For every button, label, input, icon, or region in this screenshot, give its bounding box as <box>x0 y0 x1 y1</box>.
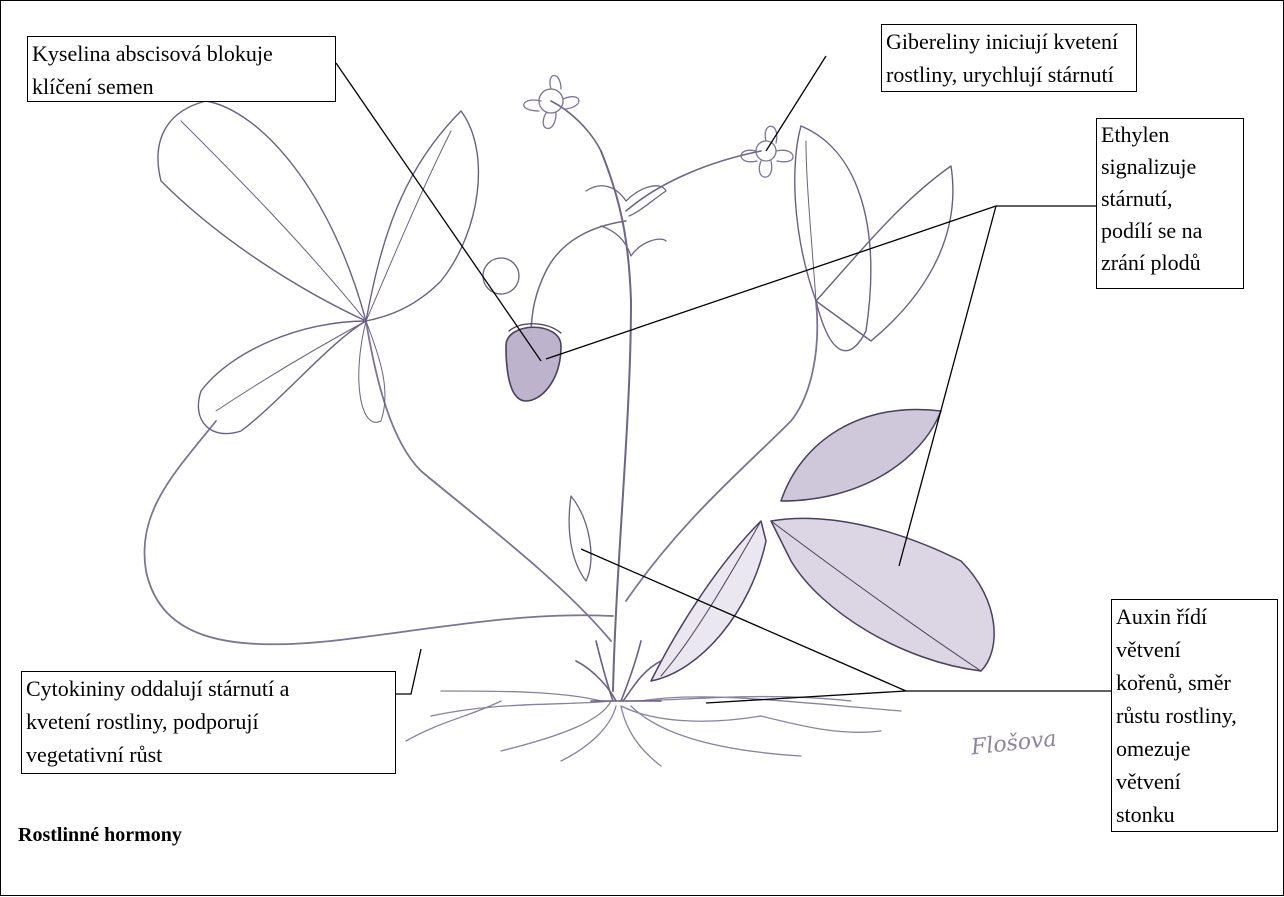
label-line: podílí se na <box>1101 215 1239 247</box>
label-line: kvetení rostliny, podporují <box>26 705 391 738</box>
bud <box>483 258 519 294</box>
leader-cytokinins <box>396 649 421 694</box>
leader-gibberellins <box>766 56 826 151</box>
fruit-stem <box>531 221 626 336</box>
label-line: signalizuje <box>1101 151 1239 183</box>
label-gibberellins: Gibereliny iniciují kvetení rostliny, ur… <box>881 24 1137 92</box>
flower-stem <box>601 151 631 691</box>
leaf-stem-left <box>366 321 611 641</box>
strawberry-fruit <box>506 324 561 401</box>
flower-stem-right <box>626 151 761 211</box>
label-auxin: Auxin řídí větvení kořenů, směr růstu ro… <box>1111 599 1278 832</box>
label-line: kořenů, směr <box>1116 666 1273 699</box>
label-line: rostliny, urychlují stárnutí <box>886 58 1132 91</box>
label-cytokinins: Cytokininy oddalují stárnutí a kvetení r… <box>21 671 396 774</box>
label-line: růstu rostliny, <box>1116 699 1273 732</box>
leaf-left <box>158 101 478 434</box>
plant-crown <box>576 641 661 701</box>
label-line: omezuje <box>1116 732 1273 765</box>
leaf-right-lower <box>651 409 994 681</box>
label-line: Gibereliny iniciují kvetení <box>886 25 1132 58</box>
runner-left <box>144 421 613 644</box>
label-line: klíčení semen <box>32 70 331 103</box>
flower-right <box>741 126 793 177</box>
label-line: Auxin řídí <box>1116 600 1273 633</box>
label-line: Cytokininy oddalují stárnutí a <box>26 672 391 705</box>
label-line: zrání plodů <box>1101 247 1239 279</box>
stipule <box>569 496 591 581</box>
leader-ethylene-fruit <box>546 206 996 359</box>
label-line: Kyselina abscisová blokuje <box>32 37 331 70</box>
label-line: větvení <box>1116 633 1273 666</box>
label-line: větvení <box>1116 765 1273 798</box>
roots <box>406 691 901 766</box>
label-line: stonku <box>1116 798 1273 831</box>
leaf-right-upper <box>795 126 953 351</box>
label-line: vegetativní růst <box>26 738 391 771</box>
page-title: Rostlinné hormony <box>18 824 182 847</box>
label-ethylene: Ethylen signalizuje stárnutí, podílí se … <box>1096 118 1244 289</box>
label-line: stárnutí, <box>1101 183 1239 215</box>
leader-ethylene-leaf <box>899 206 996 566</box>
label-abscisic-acid: Kyselina abscisová blokuje klíčení semen <box>27 36 336 102</box>
label-line: Ethylen <box>1101 119 1239 151</box>
